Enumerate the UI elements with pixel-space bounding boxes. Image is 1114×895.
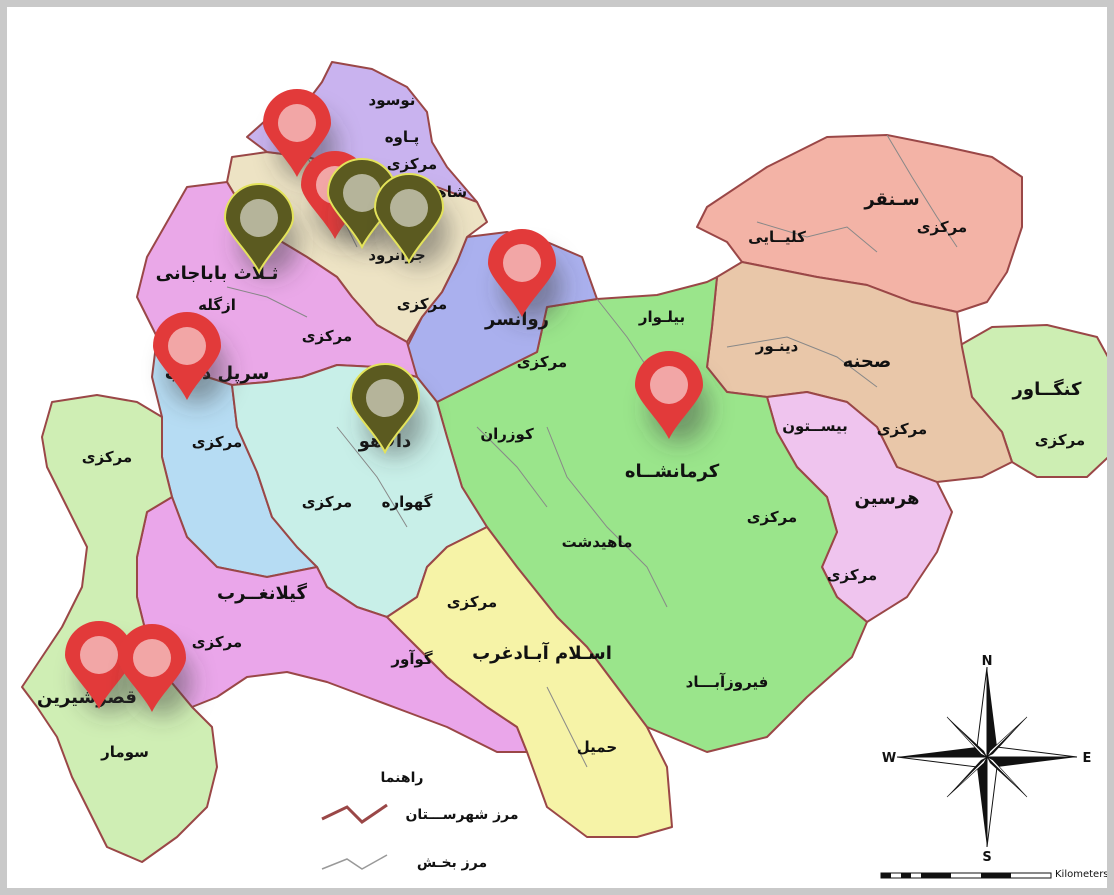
label-markazi-eslam: مرکزی	[447, 593, 497, 611]
label-azgaleh: ازگله	[198, 296, 236, 314]
label-markazi-dalahu: مرکزی	[302, 493, 352, 511]
label-bisotun: بیســتون	[782, 417, 848, 435]
label-sumar: سومار	[100, 743, 149, 761]
label-markazi-kangavar: مرکزی	[1035, 431, 1085, 449]
label-markazi-harsin: مرکزی	[827, 566, 877, 584]
label-gahvareh: گهواره	[382, 493, 433, 511]
legend-district-label: مرز بخـش	[417, 855, 487, 871]
label-mahidasht: ماهیدشت	[562, 533, 633, 551]
label-markazi-gilan: مرکزی	[192, 633, 242, 651]
map-pin-sarpol-red-icon[interactable]	[153, 312, 227, 404]
legend-county-label: مرز شهرســـتان	[405, 807, 518, 823]
label-markazi-sarpol: مرکزی	[192, 433, 242, 451]
label-firuzabad: فیروزآبـــاد	[686, 673, 769, 691]
label-markazi-ravansar: مرکزی	[517, 353, 567, 371]
label-gowavar: گوآور	[390, 650, 433, 668]
map-pin-salas-olive-icon[interactable]	[223, 183, 299, 276]
label-kermanshah: کرمانشــاه	[625, 461, 720, 482]
label-sonqor: سـنقر	[863, 189, 919, 210]
scale-unit: Kilometers	[1055, 869, 1109, 880]
map-title: نقشــه استــان کرمانشــاه بـــه تفکیـــک…	[1105, 30, 1114, 52]
label-markazi-sonqor: مرکزی	[917, 218, 967, 236]
map-pin-ravansar-red-icon[interactable]	[488, 229, 562, 321]
label-gilan: گیلانغــرب	[217, 582, 308, 604]
label-eslamabad: اسـلام آبـادغرب	[472, 641, 612, 664]
scale-tick-label: ۰	[878, 887, 883, 895]
label-harsin: هرسین	[855, 488, 920, 509]
legend-district-line	[321, 854, 388, 870]
region-eslamabad[interactable]	[386, 526, 673, 838]
scale-tick-label: ۲۰	[916, 887, 927, 895]
map-pin-dalahu-olive-icon[interactable]	[349, 363, 425, 456]
map-pin-javanrud-olive-2-icon[interactable]	[373, 173, 449, 266]
compass-n: N	[982, 654, 993, 669]
compass-e: E	[1083, 751, 1092, 766]
label-markazi-qasr-n: مرکزی	[82, 448, 132, 466]
label-markazi-javanrud: مرکزی	[397, 295, 447, 313]
label-dinavar: دینـور	[755, 337, 799, 355]
scale-tick-label: ۴۰	[976, 887, 987, 895]
label-markazi-sahneh: مرکزی	[877, 420, 927, 438]
label-bilavar: بیلـوار	[638, 308, 685, 326]
legend-county-line	[321, 803, 388, 824]
legend-heading: راهنما	[381, 770, 424, 786]
compass-rose: N S E W	[882, 654, 1092, 865]
label-sahneh: صحنه	[843, 351, 892, 372]
scale-tick-label: ۵	[888, 887, 893, 895]
label-markazi-salas: مرکزی	[302, 327, 352, 345]
label-kolyai: کلیــایی	[748, 228, 806, 246]
map-pin-qasr-red-2-icon[interactable]	[118, 624, 192, 716]
map-pin-kermanshah-red-icon[interactable]	[635, 351, 709, 443]
label-markazi-kermanshah: مرکزی	[747, 508, 797, 526]
map-canvas[interactable]: نقشــه استــان کرمانشــاه بـــه تفکیـــک…	[7, 7, 1114, 895]
scale-tick-label: ۱۰	[896, 887, 907, 895]
label-kuzaran: کوزران	[480, 425, 534, 443]
legend: راهنما مرز شهرســـتان مرز بخـش	[321, 770, 519, 871]
label-markazi-paveh: مرکزی	[387, 155, 437, 173]
compass-w: W	[882, 751, 896, 766]
compass-s: S	[982, 850, 991, 865]
scale-tick-label: ۳۰	[946, 887, 957, 895]
label-kangavar: کنگــاور	[1012, 378, 1082, 400]
label-homeil: حمیل	[577, 738, 617, 756]
label-paveh: پـاوه	[385, 128, 420, 147]
label-salas: ثـلاث باباجانی	[156, 263, 279, 284]
label-nowsud: نوسود	[369, 91, 416, 109]
map-pin-javanrud-olive-1-icon[interactable]	[326, 158, 402, 251]
